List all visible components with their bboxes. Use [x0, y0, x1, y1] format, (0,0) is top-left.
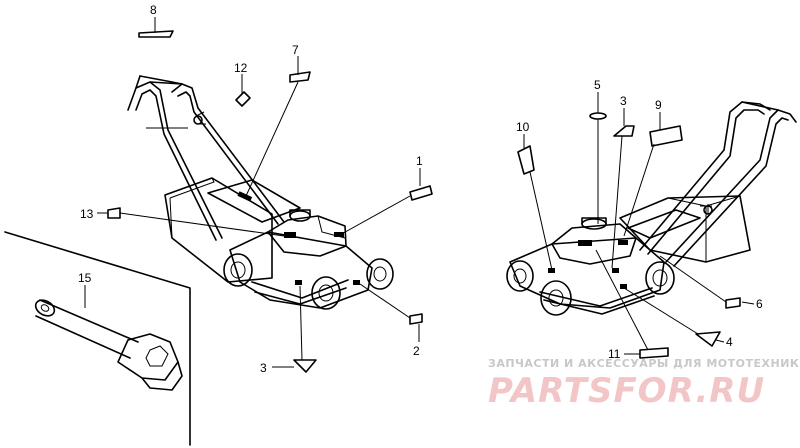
left-leader-lines	[84, 17, 421, 368]
label-part-11	[639, 347, 669, 359]
callout-4: 4	[726, 335, 733, 349]
callout-13: 13	[80, 207, 94, 221]
label-part-10	[517, 145, 535, 175]
label-part-5	[589, 112, 607, 120]
watermark: ЗАПЧАСТИ И АКСЕССУАРЫ ДЛЯ МОТОТЕХНИКИ PA…	[488, 357, 800, 411]
label-part-8	[138, 30, 174, 38]
left-mower-drawing	[127, 75, 394, 310]
watermark-tagline: ЗАПЧАСТИ И АКСЕССУАРЫ ДЛЯ МОТОТЕХНИКИ	[488, 357, 800, 370]
label-part-6	[725, 297, 741, 309]
label-part-3-left	[293, 359, 317, 373]
callout-numbers: 8 12 7 13 1 2 3 15 5 3 9 10 6 4 11	[78, 3, 763, 375]
callout-7: 7	[292, 43, 299, 57]
label-part-4	[695, 331, 721, 347]
label-part-12	[235, 91, 251, 107]
callout-9: 9	[655, 98, 662, 112]
label-part-13	[107, 207, 121, 219]
label-part-9	[649, 125, 683, 147]
label-part-1	[409, 185, 433, 201]
callout-6: 6	[756, 297, 763, 311]
inset-frame	[4, 231, 191, 446]
callout-12: 12	[234, 61, 248, 75]
label-part-2	[409, 313, 423, 325]
callout-3-left: 3	[260, 361, 267, 375]
callout-10: 10	[516, 120, 530, 134]
callout-15: 15	[78, 271, 92, 285]
label-part-7	[289, 71, 311, 83]
right-leader-lines	[523, 92, 755, 355]
callout-11: 11	[608, 347, 621, 361]
socket-wrench-part	[34, 299, 183, 391]
callout-2: 2	[413, 344, 420, 358]
watermark-brand: PARTSFOR.RU	[488, 371, 765, 411]
right-mower-drawing	[506, 101, 797, 316]
callout-8: 8	[150, 3, 157, 17]
callout-1: 1	[416, 154, 423, 168]
right-mower-labels	[517, 112, 741, 359]
label-part-3-right	[613, 125, 635, 137]
callout-3-right: 3	[620, 94, 627, 108]
callout-5: 5	[594, 78, 601, 92]
left-mower-labels	[107, 30, 433, 373]
